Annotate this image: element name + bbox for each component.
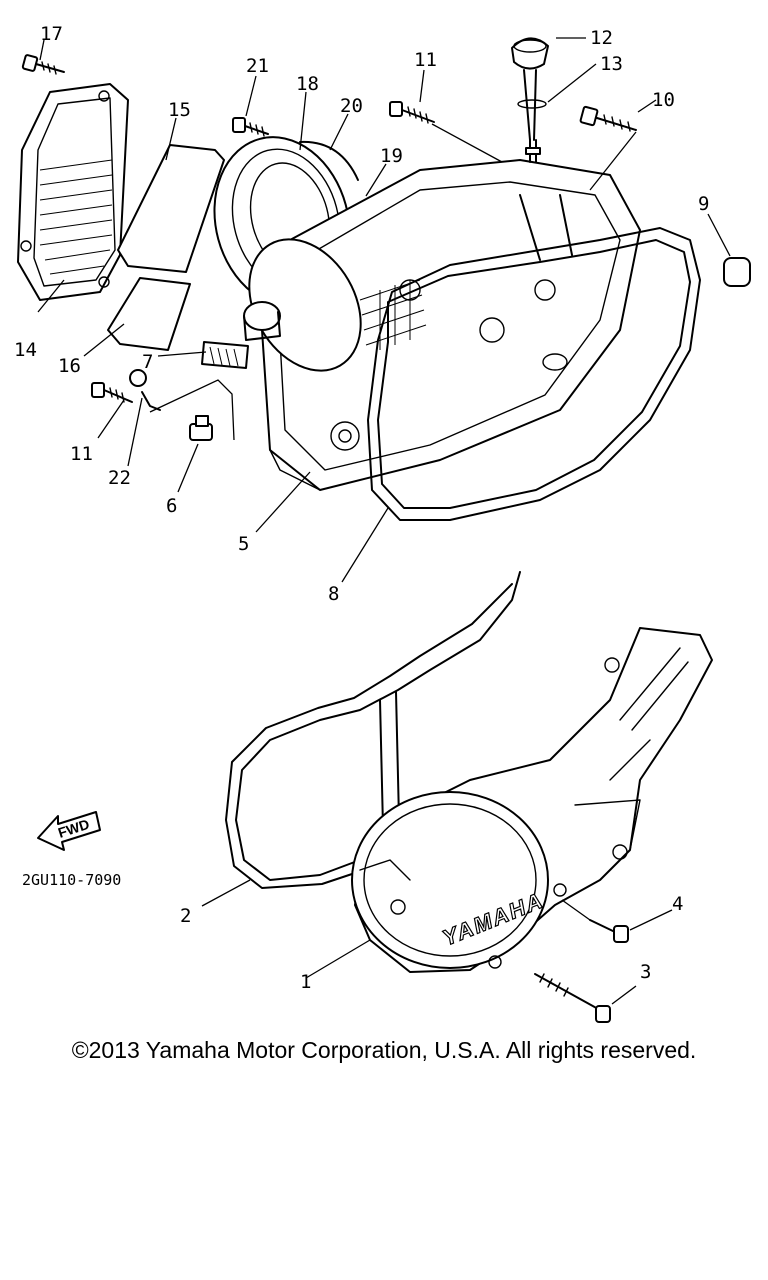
part-2-gasket xyxy=(225,571,521,889)
part-11-bolt-top xyxy=(389,101,435,124)
part-label-5: 5 xyxy=(238,533,249,555)
part-label-16: 16 xyxy=(58,355,81,377)
part-14-cover xyxy=(17,83,129,301)
part-label-6: 6 xyxy=(166,495,177,517)
part-9-cap xyxy=(723,257,751,287)
part-label-19: 19 xyxy=(380,145,403,167)
part-15-gasket xyxy=(117,144,225,273)
part-17-bolt xyxy=(21,54,65,75)
part-label-12: 12 xyxy=(590,27,613,49)
part-10-bolt xyxy=(579,105,637,132)
part-label-13: 13 xyxy=(600,53,623,75)
part-label-10: 10 xyxy=(652,89,675,111)
part-label-11-left: 11 xyxy=(70,443,93,465)
part-label-22: 22 xyxy=(108,467,131,489)
part-22-clip xyxy=(129,369,161,411)
part-5-crankcase-cover xyxy=(243,159,641,491)
part-11-bolt-left xyxy=(91,382,133,403)
part-label-8: 8 xyxy=(328,583,339,605)
part-label-4: 4 xyxy=(672,893,683,915)
part-3-bolt xyxy=(534,973,611,1023)
part-21-bolt xyxy=(232,117,269,137)
part-label-17: 17 xyxy=(40,23,63,45)
fwd-arrow-icon: FWD xyxy=(37,811,101,851)
leader-lines xyxy=(37,37,731,1005)
part-label-18: 18 xyxy=(296,73,319,95)
part-number-labels: 1 2 3 4 5 6 7 8 9 10 11 11 12 13 14 15 1… xyxy=(14,23,709,993)
part-label-14: 14 xyxy=(14,339,37,361)
part-6-plug xyxy=(189,415,213,441)
part-label-9: 9 xyxy=(698,193,709,215)
part-8-gasket xyxy=(367,227,701,521)
part-12-13-dipstick xyxy=(511,37,549,163)
part-label-20: 20 xyxy=(340,95,363,117)
part-label-1: 1 xyxy=(300,971,311,993)
part-4-bolt xyxy=(589,919,629,943)
part-label-2: 2 xyxy=(180,905,191,927)
part-code: 2GU110-7090 xyxy=(22,871,121,889)
part-16-gasket xyxy=(107,277,191,351)
part-1-crankcase-cover: YAMAHA xyxy=(351,627,713,973)
exploded-parts-diagram: YAMAHA FWD 2GU110-7090 xyxy=(14,23,751,1023)
part-label-15: 15 xyxy=(168,99,191,121)
copyright-notice: ©2013 Yamaha Motor Corporation, U.S.A. A… xyxy=(71,1037,697,1063)
part-label-21: 21 xyxy=(246,55,269,77)
part-label-11-top: 11 xyxy=(414,49,437,71)
part-7-seal xyxy=(201,341,249,369)
part-label-3: 3 xyxy=(640,961,651,983)
part-label-7: 7 xyxy=(142,351,153,373)
